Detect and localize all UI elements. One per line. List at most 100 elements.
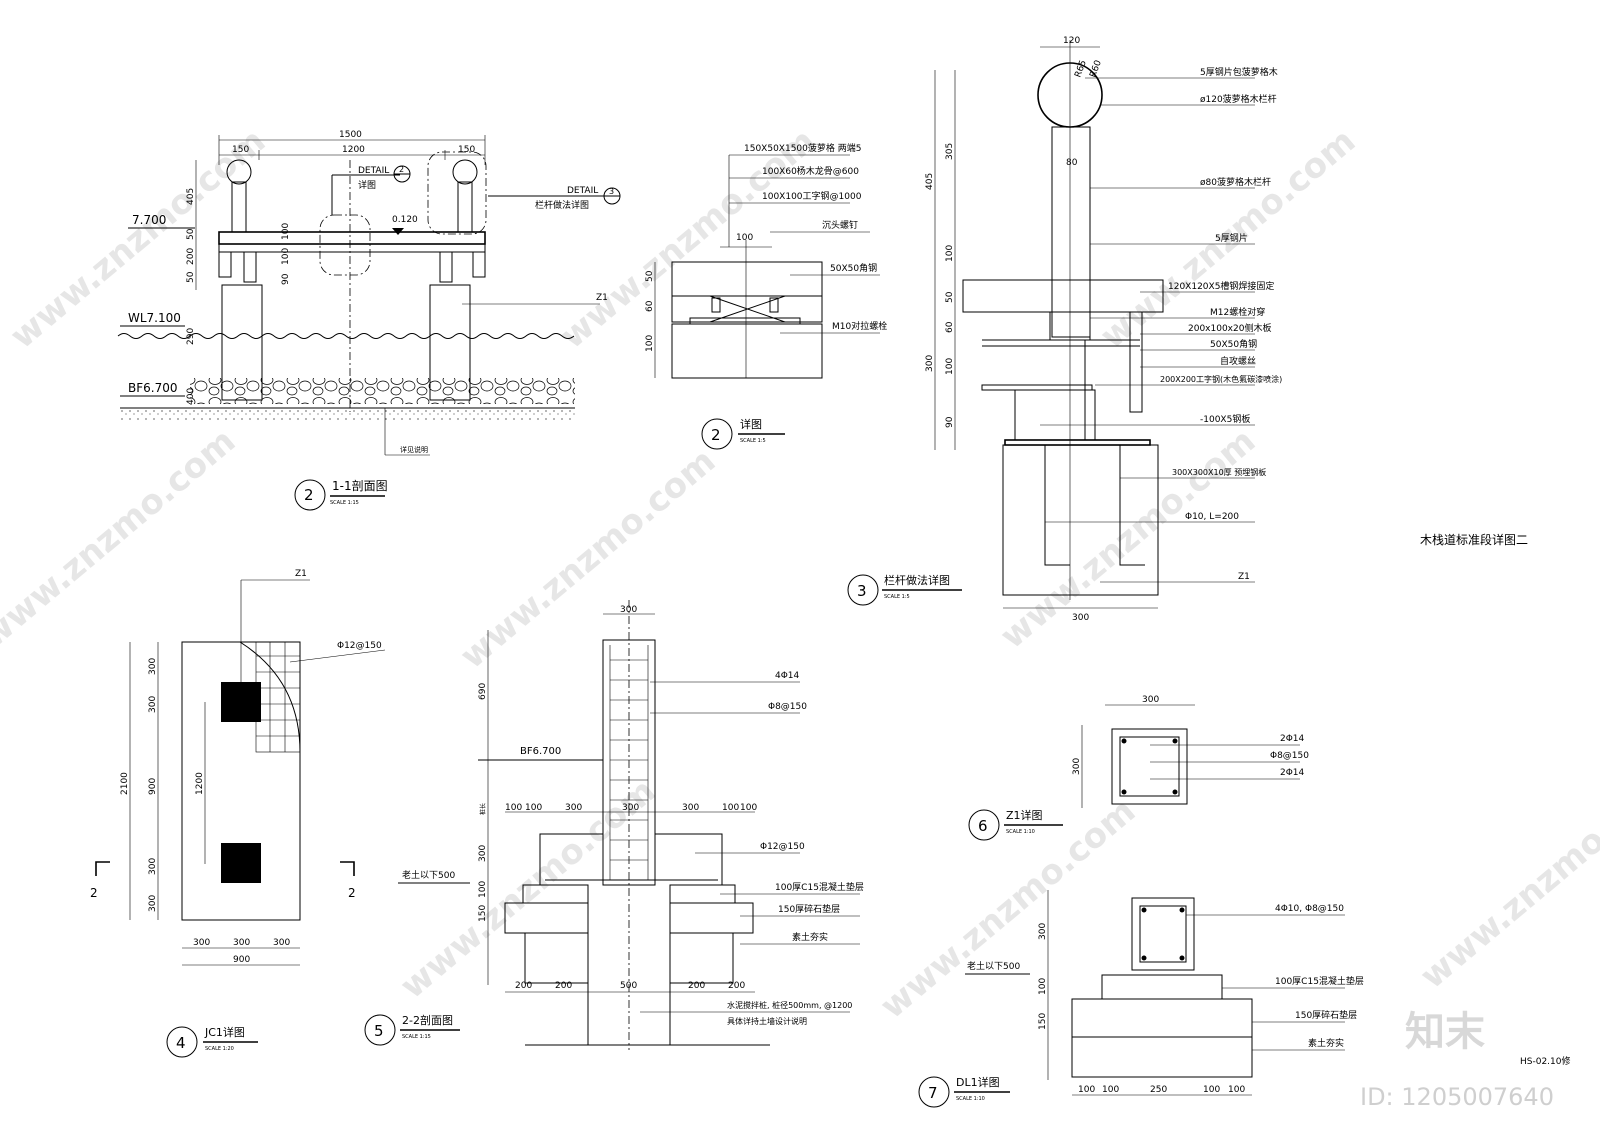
v3-title: 栏杆做法详图 (884, 573, 950, 587)
v5-note-5: 素土夯实 (792, 931, 828, 943)
v3-dim-50: 50 (945, 291, 955, 303)
v5-note-3: 100厚C15混凝土垫层 (775, 881, 864, 893)
v3-scale: SCALE 1:5 (884, 594, 910, 600)
v2-note-2: 100X100工字钢@1000 (762, 190, 862, 202)
v5-dim-500: 500 (620, 981, 637, 991)
dim-1500: 1500 (339, 130, 362, 140)
v7-note-3: 素土夯实 (1308, 1037, 1344, 1049)
v4-dim-300a: 300 (148, 658, 158, 675)
v3-dim-100: 100 (945, 245, 955, 262)
watermark-id: ID: 1205007640 (1360, 1083, 1554, 1111)
v2-note-3: 沉头螺钉 (822, 220, 858, 231)
v7-dim-100d: 100 (1228, 1085, 1245, 1095)
v3-note-9: 200X200工字钢(木色氟碳漆喷涂) (1160, 374, 1282, 384)
watermark-url-9: www.znzmo.com (1413, 761, 1600, 997)
v2-title: 详图 (740, 417, 762, 431)
v3-note-12: Φ10, L=200 (1185, 512, 1239, 522)
v5-dim-100a: 100 (505, 803, 522, 813)
view-5-2-2-section: 300 690 桩长 300 150 100 100 100 300 300 3… (364, 600, 864, 1050)
v6-note-0: 2Φ14 (1280, 734, 1305, 744)
v7-note-2: 150厚碎石垫层 (1295, 1009, 1357, 1021)
view-1-1-section: 1500 150 1200 150 405 50 200 50 100 100 … (117, 130, 621, 511)
v3-dim-120: 120 (1063, 36, 1080, 46)
dim-50a: 50 (186, 228, 196, 240)
v5-level-soil: 老土以下500 (402, 869, 455, 881)
v5-level-bf: BF6.700 (520, 746, 561, 757)
v3-note-8: 自攻螺丝 (1220, 355, 1256, 367)
v3-note-1: ø120菠萝格木栏杆 (1200, 93, 1277, 105)
callout-detail-2-num: 2 (399, 165, 404, 174)
v6-dim-300b: 300 (1072, 758, 1082, 775)
view-3-railing: 120 R65 R60 80 405 305 100 50 60 300 100… (847, 36, 1282, 623)
v5-dim-100b: 100 (525, 803, 542, 813)
v5-note-0: 4Φ14 (775, 671, 800, 681)
v4-dim-b300a: 300 (193, 938, 210, 948)
v4-dim-900: 900 (148, 778, 158, 795)
dim-1200: 1200 (342, 145, 365, 155)
v6-note-1: Φ8@150 (1270, 751, 1309, 761)
v1-z1-label: Z1 (596, 293, 608, 303)
v3-note-13: Z1 (1238, 572, 1250, 582)
v3-dim-300b: 300 (1072, 613, 1089, 623)
v4-dim-b300b: 300 (233, 938, 250, 948)
v7-dim-100: 100 (1038, 978, 1048, 995)
v7-scale: SCALE 1:10 (956, 1096, 985, 1102)
v2-num: 2 (711, 426, 721, 444)
v2-note-0: 150X50X1500菠萝格 两端5 (744, 142, 861, 154)
v7-dim-150: 150 (1038, 1013, 1048, 1030)
v7-note-0: 4Φ10, Φ8@150 (1275, 904, 1344, 914)
v5-dim-200d: 200 (728, 981, 745, 991)
v4-dim-300c: 300 (148, 858, 158, 875)
v6-title: Z1详图 (1006, 808, 1043, 822)
v3-note-10: -100X5钢板 (1200, 413, 1250, 425)
v5-dim-300b: 300 (622, 803, 639, 813)
v3-dim-80: 80 (1066, 158, 1078, 168)
v3-dim-r60: R60 (1088, 59, 1104, 79)
callout-detail-3-num: 3 (609, 187, 614, 196)
v7-title: DL1详图 (956, 1075, 1000, 1089)
v3-num: 3 (857, 582, 867, 600)
v7-note-1: 100厚C15混凝土垫层 (1275, 975, 1364, 987)
v5-note-2: Φ12@150 (760, 842, 805, 852)
v4-section-right: 2 (348, 886, 356, 900)
v2-note-5: M10对拉螺栓 (832, 320, 887, 332)
v5-dim-200b: 200 (555, 981, 572, 991)
v3-note-4: 120X120X5槽钢焊接固定 (1168, 280, 1274, 292)
v3-dim-100b: 100 (945, 358, 955, 375)
v3-note-3: 5厚钢片 (1215, 232, 1248, 244)
dim-150a: 150 (232, 145, 249, 155)
dim-200: 200 (186, 248, 196, 265)
watermark-url-6: www.znzmo.com (993, 421, 1263, 657)
view-7-dl1: 300 100 150 100 100 250 100 100 老土以下500 … (918, 890, 1364, 1108)
dim-100b: 100 (281, 248, 291, 265)
v6-dim-300a: 300 (1142, 695, 1159, 705)
v2-dim-100: 100 (736, 233, 753, 243)
v3-dim-405: 405 (925, 173, 935, 190)
callout-detail-2-label: 详图 (358, 179, 376, 191)
view-6-z1: 300 300 2Φ14 Φ8@150 2Φ14 6 Z1详图 SCALE 1:… (968, 695, 1309, 841)
v2-note-4: 50X50角钢 (830, 262, 877, 274)
v7-dim-100b: 100 (1102, 1085, 1119, 1095)
v4-dim-300b: 300 (148, 696, 158, 713)
v3-notes: 5厚钢片包菠萝格木 ø120菠萝格木栏杆 ø80菠萝格木栏杆 5厚钢片 120X… (1040, 66, 1282, 583)
watermark-url-4: www.znzmo.com (0, 421, 243, 657)
dim-150b: 150 (458, 145, 475, 155)
v4-dim-b300c: 300 (273, 938, 290, 948)
dim-50b: 50 (186, 271, 196, 283)
view-4-jc1: Z1 Φ12@150 1200 2100 300 300 900 300 300… (90, 569, 386, 1058)
v5-dim-100v: 100 (478, 881, 488, 898)
v1-num: 2 (304, 486, 314, 504)
v5-note-4: 150厚碎石垫层 (778, 903, 840, 915)
v3-note-2: ø80菠萝格木栏杆 (1200, 176, 1271, 188)
watermark-url-8: www.znzmo.com (873, 791, 1143, 1027)
v1-title: 1-1剖面图 (332, 479, 388, 493)
callout-detail-3-tag: DETAIL (567, 186, 598, 196)
v5-side-label: 桩长 (479, 803, 487, 815)
v7-num: 7 (928, 1084, 938, 1102)
v3-note-6: 200x100x20侧木板 (1188, 322, 1271, 334)
v5-dim-150: 150 (478, 905, 488, 922)
v7-dim-100c: 100 (1203, 1085, 1220, 1095)
v5-dim-300: 300 (620, 605, 637, 615)
v4-num: 4 (176, 1034, 186, 1052)
